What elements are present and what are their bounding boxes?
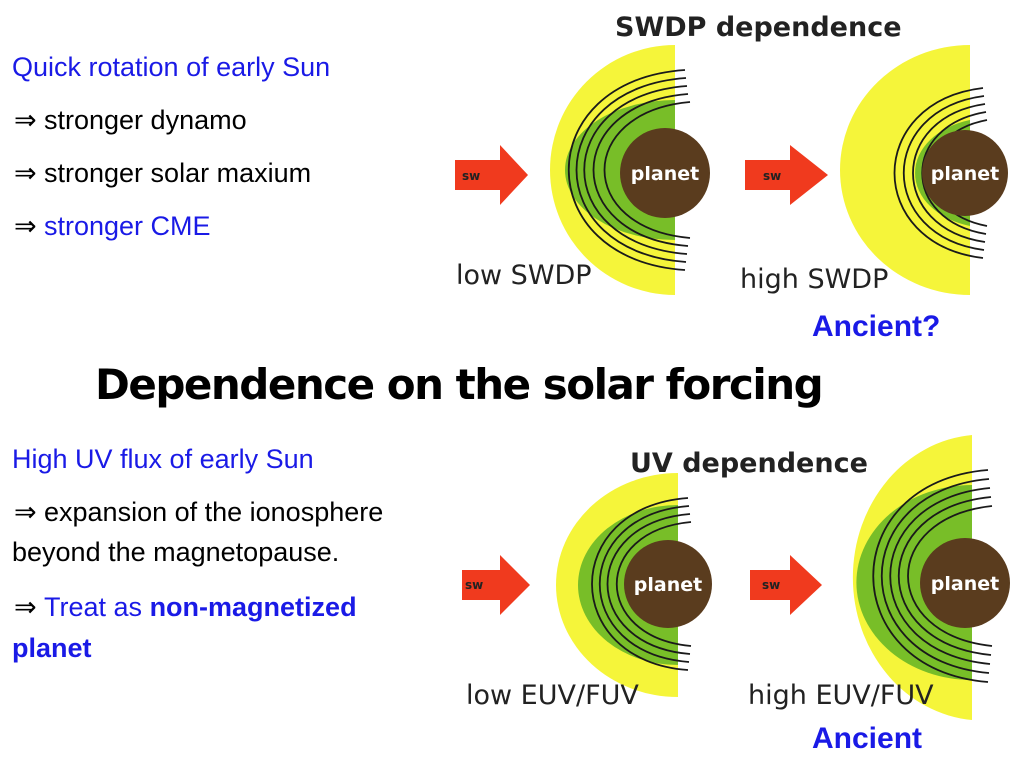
top-caption-high: high SWDP bbox=[740, 264, 889, 295]
bottom-bullet-1-cont: beyond the magnetopause. bbox=[12, 537, 340, 567]
field-lines bbox=[591, 497, 692, 671]
bottom-bullet-1-text: expansion of the ionosphere bbox=[44, 497, 384, 527]
bottom-diagram-panel-low: planet sw bbox=[462, 473, 712, 697]
top-diagram-panel-high: planet sw bbox=[745, 45, 1008, 295]
top-caption-low: low SWDP bbox=[456, 260, 592, 291]
implies-arrow-icon: ⇒ bbox=[14, 497, 37, 528]
top-bullet-3-text: stronger CME bbox=[44, 211, 211, 241]
planet-label: planet bbox=[931, 573, 999, 595]
bottom-bullet-1: ⇒expansion of the ionosphere bbox=[14, 497, 383, 528]
planet-label: planet bbox=[634, 574, 702, 596]
solar-wind-arrow bbox=[750, 555, 822, 615]
implies-arrow-icon: ⇒ bbox=[14, 211, 37, 242]
planet-label: planet bbox=[631, 163, 699, 185]
planet bbox=[920, 538, 1010, 628]
top-diagram-panel-low: planet sw bbox=[455, 45, 710, 295]
bottom-diagram-panel-high: planet sw bbox=[750, 435, 1010, 720]
bottom-heading: High UV flux of early Sun bbox=[12, 444, 314, 474]
planet-label: planet bbox=[931, 163, 999, 185]
field-lines bbox=[872, 469, 993, 683]
bottom-bullet-2-prefix: Treat as bbox=[44, 592, 143, 622]
bottom-ancient-tag: Ancient bbox=[812, 722, 923, 755]
solar-wind-arrow bbox=[462, 555, 530, 615]
planet bbox=[922, 130, 1008, 216]
top-heading: Quick rotation of early Sun bbox=[12, 52, 331, 82]
top-bullet-2-text: stronger solar maxium bbox=[44, 158, 312, 188]
solar-wind-arrow bbox=[745, 145, 828, 205]
sw-label: sw bbox=[465, 578, 483, 592]
top-bullet-3: ⇒stronger CME bbox=[14, 211, 211, 242]
page-title: Dependence on the solar forcing bbox=[95, 360, 824, 409]
bottom-bullet-2-bold: non-magnetized bbox=[149, 592, 357, 622]
sw-label: sw bbox=[763, 169, 781, 183]
sw-label: sw bbox=[462, 169, 480, 183]
implies-arrow-icon: ⇒ bbox=[14, 592, 37, 623]
implies-arrow-icon: ⇒ bbox=[14, 105, 37, 136]
bottom-caption-high: high EUV/FUV bbox=[748, 680, 934, 711]
top-bullet-2: ⇒stronger solar maxium bbox=[14, 158, 311, 189]
planet bbox=[620, 128, 710, 218]
top-bullet-1: ⇒stronger dynamo bbox=[14, 105, 247, 136]
implies-arrow-icon: ⇒ bbox=[14, 158, 37, 189]
top-diagram-title: SWDP dependence bbox=[615, 12, 902, 43]
bottom-bullet-2: ⇒Treat as non-magnetized bbox=[14, 592, 357, 623]
field-lines bbox=[568, 69, 691, 271]
top-bullet-1-text: stronger dynamo bbox=[44, 105, 247, 135]
sw-label: sw bbox=[762, 578, 780, 592]
solar-wind-arrow bbox=[455, 145, 528, 205]
planet bbox=[624, 540, 712, 628]
bottom-bullet-2-cont: planet bbox=[12, 633, 92, 663]
top-ancient-tag: Ancient? bbox=[812, 310, 941, 343]
bottom-caption-low: low EUV/FUV bbox=[466, 680, 639, 711]
